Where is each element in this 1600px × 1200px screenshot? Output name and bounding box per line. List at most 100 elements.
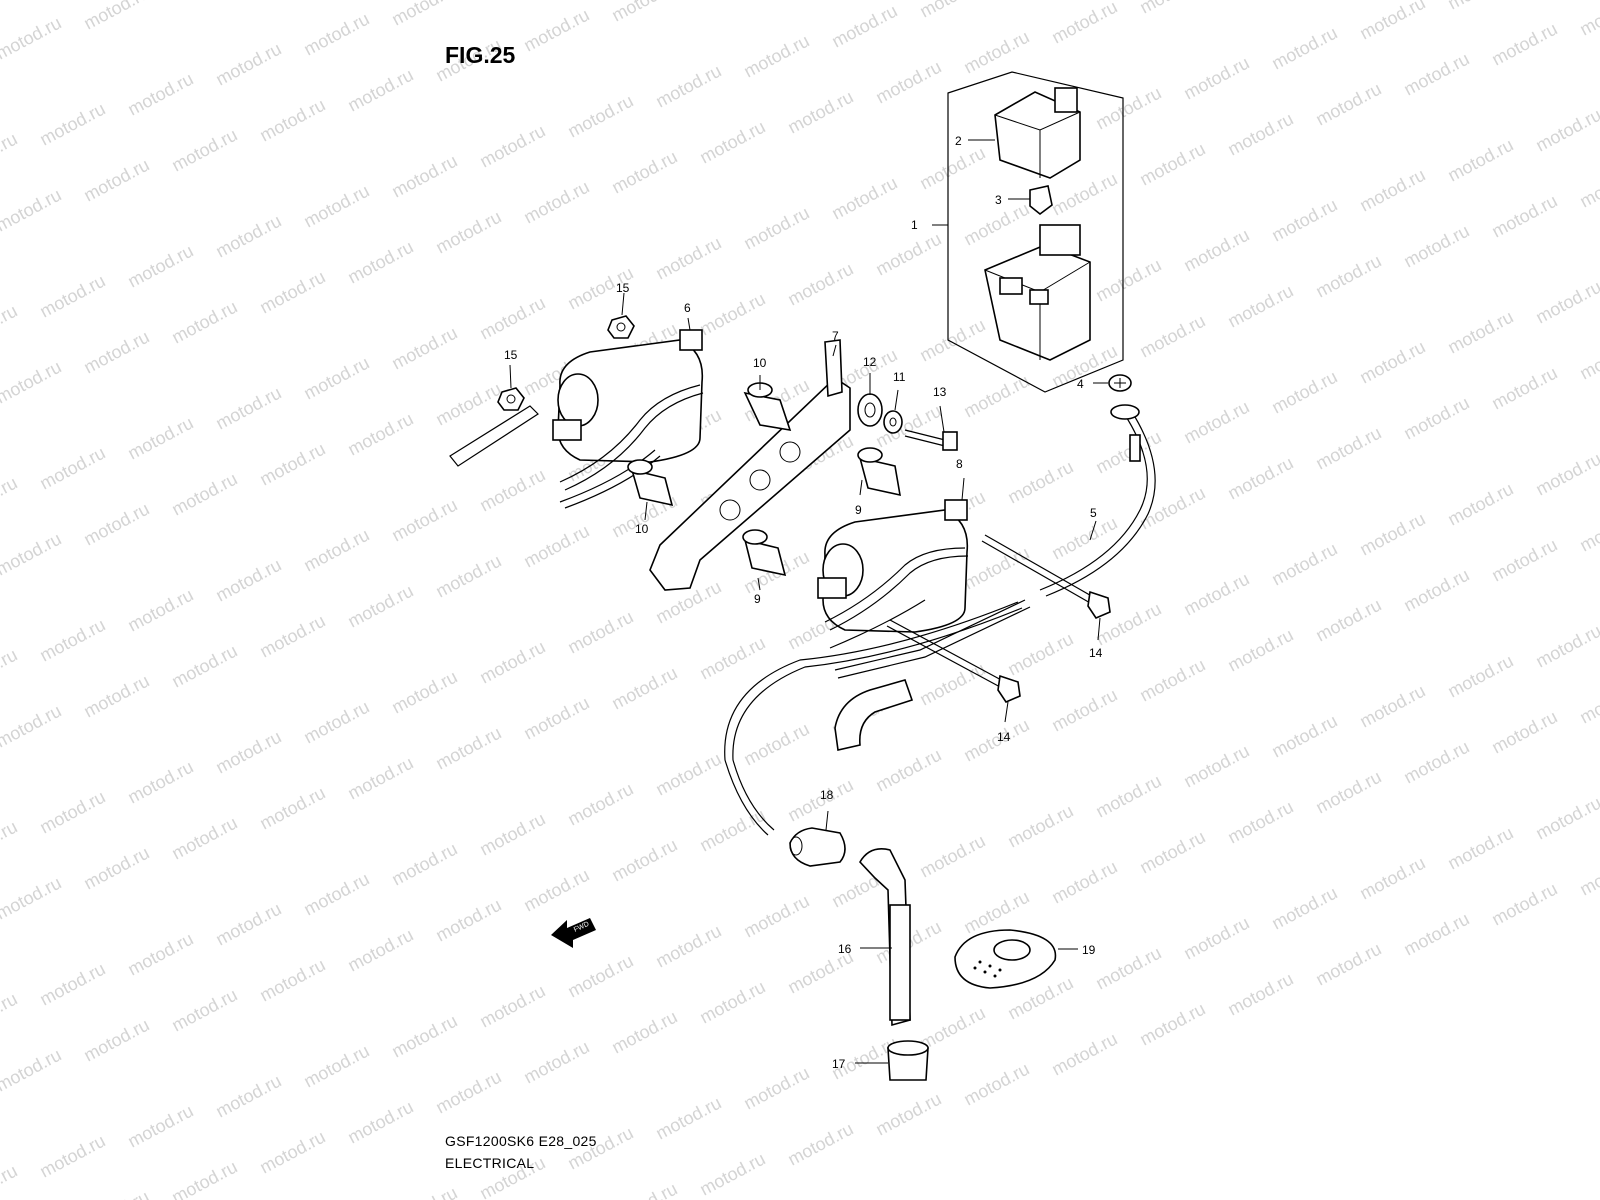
watermark-text: motod.ru bbox=[520, 865, 592, 916]
watermark-text: motod.ru bbox=[564, 779, 636, 830]
watermark-text: motod.ru bbox=[300, 525, 372, 576]
watermark-text: motod.ru bbox=[36, 959, 108, 1010]
watermark-text: motod.ru bbox=[1136, 655, 1208, 706]
callout-13: 13 bbox=[933, 385, 947, 399]
watermark-text: motod.ru bbox=[388, 1011, 460, 1062]
watermark-text: motod.ru bbox=[960, 1059, 1032, 1110]
watermark-text: motod.ru bbox=[1532, 277, 1600, 328]
watermark-text: motod.ru bbox=[1048, 857, 1120, 908]
watermark-text: motod.ru bbox=[1356, 509, 1428, 560]
watermark-text: motod.ru bbox=[432, 723, 504, 774]
watermark-text: motod.ru bbox=[1004, 457, 1076, 508]
callout-15-lower: 15 bbox=[504, 348, 518, 362]
watermark-text: motod.ru bbox=[80, 843, 152, 894]
watermark-text: motod.ru bbox=[872, 401, 944, 452]
watermark-text: motod.ru bbox=[1224, 625, 1296, 676]
watermark-text: motod.ru bbox=[1576, 849, 1600, 900]
watermark-text: motod.ru bbox=[256, 783, 328, 834]
watermark-text: motod.ru bbox=[1048, 1029, 1120, 1080]
watermark-text: motod.ru bbox=[36, 443, 108, 494]
watermark-text: motod.ru bbox=[168, 0, 240, 4]
callout-3: 3 bbox=[995, 193, 1002, 207]
watermark-text: motod.ru bbox=[696, 117, 768, 168]
callout-7: 7 bbox=[832, 329, 839, 343]
watermark-text: motod.ru bbox=[80, 0, 152, 34]
watermark-text: motod.ru bbox=[564, 91, 636, 142]
screw bbox=[1108, 374, 1132, 392]
watermark-text: motod.ru bbox=[168, 641, 240, 692]
watermark-text: motod.ru bbox=[1048, 513, 1120, 564]
watermark-text: motod.ru bbox=[256, 439, 328, 490]
watermark-text: motod.ru bbox=[388, 667, 460, 718]
callout-4: 4 bbox=[1077, 377, 1084, 391]
watermark-text: motod.ru bbox=[36, 271, 108, 322]
callouts: 1 2 3 4 5 6 7 8 9 9 10 10 11 12 13 14 14… bbox=[504, 134, 1103, 1071]
plug-cap-18 bbox=[789, 827, 846, 867]
watermark-text: motod.ru bbox=[168, 985, 240, 1036]
watermark-text: motod.ru bbox=[520, 693, 592, 744]
watermark-text: motod.ru bbox=[476, 637, 548, 688]
watermark-text: motod.ru bbox=[696, 633, 768, 684]
watermark-text: motod.ru bbox=[608, 0, 680, 26]
watermark-text: motod.ru bbox=[608, 1007, 680, 1058]
callout-10-upper: 10 bbox=[753, 356, 767, 370]
watermark-text: motod.ru bbox=[168, 813, 240, 864]
watermark-text: motod.ru bbox=[124, 413, 196, 464]
bolt-13 bbox=[904, 429, 958, 451]
bolt-14-upper bbox=[981, 534, 1111, 619]
callout-1: 1 bbox=[911, 218, 918, 232]
watermark-text: motod.ru bbox=[212, 39, 284, 90]
watermark-text: motod.ru bbox=[0, 817, 21, 868]
watermark-text: motod.ru bbox=[344, 237, 416, 288]
watermark-text: motod.ru bbox=[0, 1161, 21, 1200]
watermark-text: motod.ru bbox=[1312, 595, 1384, 646]
watermark-text: motod.ru bbox=[344, 65, 416, 116]
watermark-text: motod.ru bbox=[256, 1127, 328, 1178]
watermark-text: motod.ru bbox=[300, 9, 372, 60]
ignition-coil-lower bbox=[817, 499, 969, 649]
nut-upper bbox=[607, 315, 635, 339]
watermark-text: motod.ru bbox=[1444, 0, 1516, 14]
watermark-text: motod.ru bbox=[1136, 827, 1208, 878]
watermark-text: motod.ru bbox=[1488, 707, 1560, 758]
watermark-text: motod.ru bbox=[608, 1179, 680, 1200]
watermark-text: motod.ru bbox=[608, 835, 680, 886]
watermark-text: motod.ru bbox=[1312, 251, 1384, 302]
watermark-text: motod.ru bbox=[652, 233, 724, 284]
watermark-text: motod.ru bbox=[1356, 681, 1428, 732]
watermark-text: motod.ru bbox=[1268, 23, 1340, 74]
watermark-text: motod.ru bbox=[1444, 479, 1516, 530]
watermark-text: motod.ru bbox=[960, 27, 1032, 78]
watermark-text: motod.ru bbox=[1400, 393, 1472, 444]
watermark-text: motod.ru bbox=[1532, 621, 1600, 672]
watermark-text: motod.ru bbox=[740, 203, 812, 254]
watermark-text: motod.ru bbox=[0, 873, 65, 924]
watermark-text: motod.ru bbox=[1356, 853, 1428, 904]
relay-clip bbox=[1029, 185, 1053, 216]
watermark-text: motod.ru bbox=[476, 293, 548, 344]
watermark-text: motod.ru bbox=[1488, 363, 1560, 414]
callout-16: 16 bbox=[838, 942, 852, 956]
watermark-text: motod.ru bbox=[80, 1015, 152, 1066]
watermark-text: motod.ru bbox=[344, 1097, 416, 1148]
watermark-text: motod.ru bbox=[212, 211, 284, 262]
relay-group-box bbox=[947, 71, 1124, 393]
grommet bbox=[857, 393, 883, 427]
watermark-text: motod.ru bbox=[1224, 109, 1296, 160]
watermark-text: motod.ru bbox=[212, 899, 284, 950]
watermark-text: motod.ru bbox=[80, 671, 152, 722]
watermark-text: motod.ru bbox=[388, 0, 460, 30]
watermark-text: motod.ru bbox=[80, 499, 152, 550]
watermark-text: motod.ru bbox=[1048, 685, 1120, 736]
watermark-text: motod.ru bbox=[300, 181, 372, 232]
watermark-text: motod.ru bbox=[1048, 169, 1120, 220]
watermark-text: motod.ru bbox=[0, 989, 21, 1040]
callout-12: 12 bbox=[863, 355, 877, 369]
watermark-text: motod.ru bbox=[1356, 165, 1428, 216]
watermark-text: motod.ru bbox=[1224, 453, 1296, 504]
watermark-text: motod.ru bbox=[652, 921, 724, 972]
watermark-text: motod.ru bbox=[696, 977, 768, 1028]
ground-lead bbox=[834, 404, 1156, 679]
watermark-text: motod.ru bbox=[1488, 535, 1560, 586]
